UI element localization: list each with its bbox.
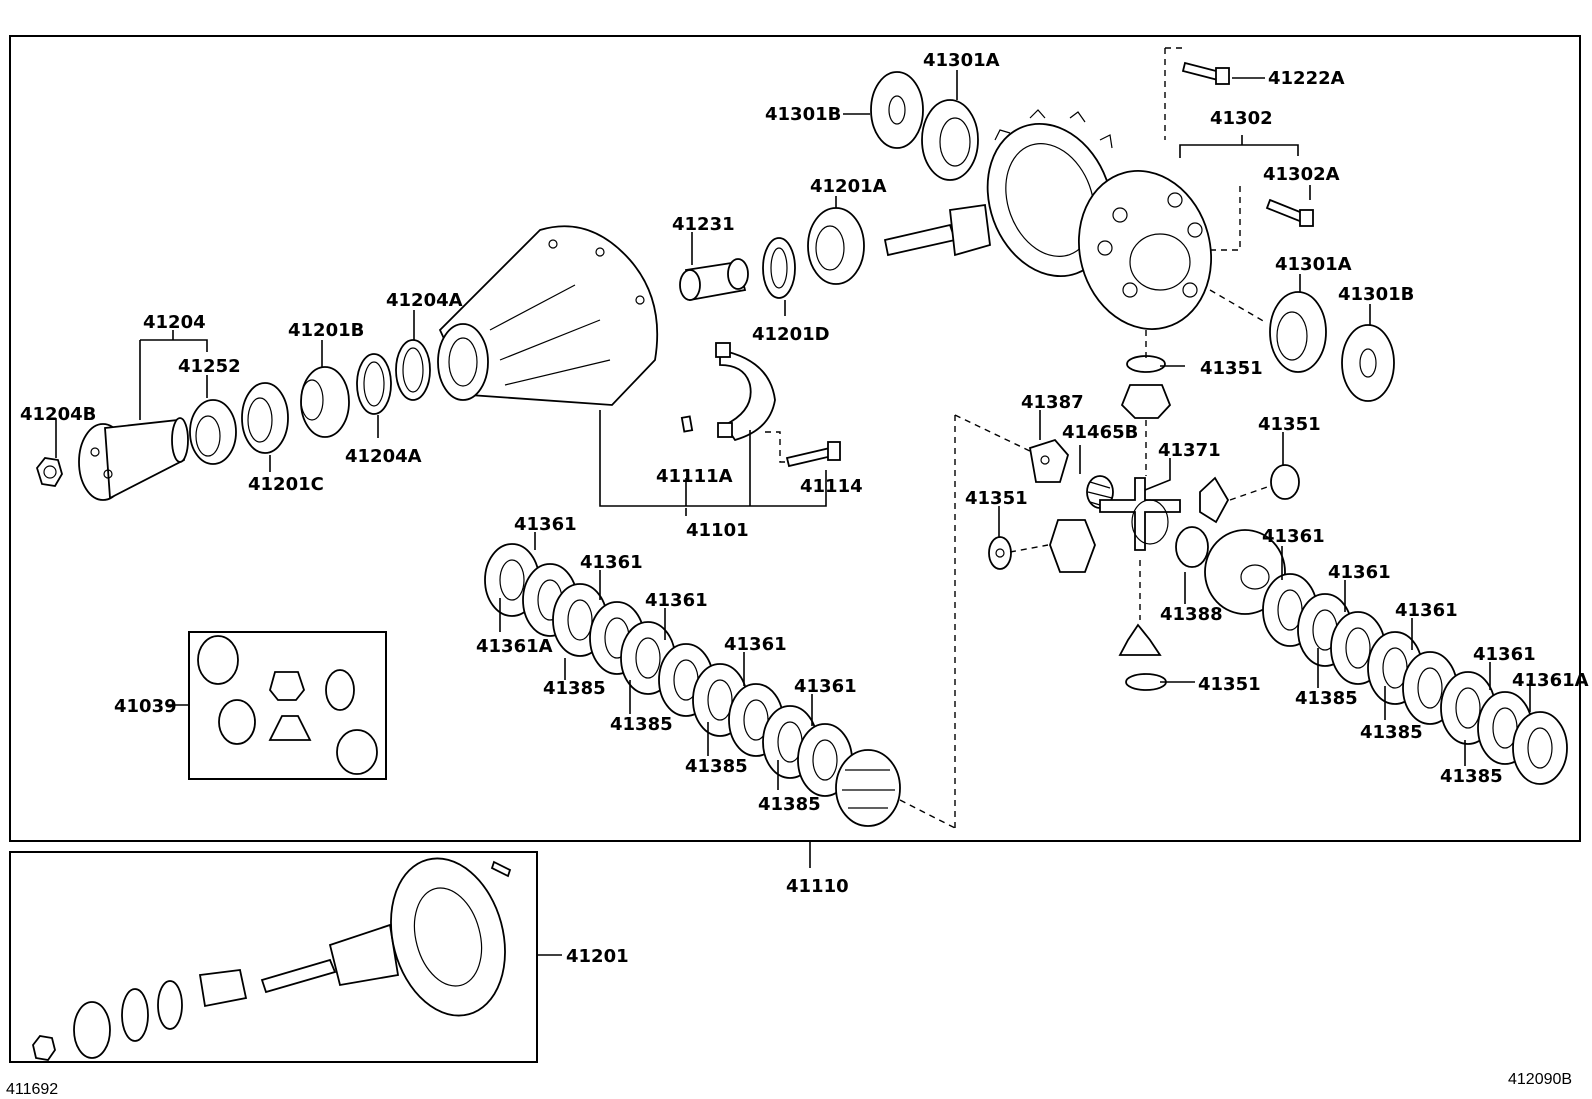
label-41201d: 41201D <box>752 324 830 345</box>
leader-lines <box>55 70 1531 956</box>
label-41301b-top: 41301B <box>765 104 841 125</box>
collapsible-spacer-part <box>679 258 749 302</box>
side-gear-right-part <box>1204 529 1286 615</box>
label-41361-r4: 41361 <box>1473 644 1536 665</box>
bearing-41201a-part <box>807 207 865 285</box>
companion-flange-part <box>78 417 189 501</box>
label-41385-l1: 41385 <box>543 678 606 699</box>
label-41361-l3: 41361 <box>645 590 708 611</box>
washer-41201d-part <box>762 237 796 299</box>
label-41465b: 41465B <box>1062 422 1138 443</box>
spacer-41204a-upper-part <box>395 339 431 401</box>
label-41385-r3: 41385 <box>1440 766 1503 787</box>
side-gear-bottom-part <box>835 749 901 827</box>
spacer-41204a-lower-part <box>356 353 392 415</box>
figure-code-left: 411692 <box>6 1081 58 1098</box>
label-41371: 41371 <box>1158 440 1221 461</box>
label-41114: 41114 <box>800 476 863 497</box>
bearing-cap-part <box>715 342 776 442</box>
label-41222a: 41222A <box>1268 68 1345 89</box>
label-41301a-top: 41301A <box>923 50 1000 71</box>
washer-41351-right-part <box>1270 464 1300 500</box>
label-41361-r2: 41361 <box>1328 562 1391 583</box>
pin-41387-part <box>1028 438 1070 483</box>
bearing-41201b-part <box>300 366 350 438</box>
label-41351-b: 41351 <box>1258 414 1321 435</box>
label-41385-l3: 41385 <box>685 756 748 777</box>
label-41201b: 41201B <box>288 320 364 341</box>
label-41387: 41387 <box>1021 392 1084 413</box>
bolt-41302a-part <box>1265 198 1314 227</box>
pinion-set-frame <box>9 851 538 1063</box>
main-assembly-frame <box>9 35 1581 842</box>
clutch-stack-left <box>484 543 853 797</box>
label-41039: 41039 <box>114 696 177 717</box>
label-41361-l5: 41361 <box>794 676 857 697</box>
label-41351-a: 41351 <box>1200 358 1263 379</box>
label-41301a-right: 41301A <box>1275 254 1352 275</box>
label-41101: 41101 <box>686 520 749 541</box>
label-41361-r3: 41361 <box>1395 600 1458 621</box>
label-41201c: 41201C <box>248 474 324 495</box>
label-41385-l4: 41385 <box>758 794 821 815</box>
label-41201a: 41201A <box>810 176 887 197</box>
label-41351-c: 41351 <box>965 488 1028 509</box>
label-41201: 41201 <box>566 946 629 967</box>
pinion-gear-bottom-part <box>1118 623 1162 656</box>
clutch-stack-right <box>1262 573 1568 785</box>
label-41204: 41204 <box>143 312 206 333</box>
label-41110: 41110 <box>786 876 849 897</box>
drive-pinion-part <box>883 203 991 257</box>
label-41231: 41231 <box>672 214 735 235</box>
label-41385-l2: 41385 <box>610 714 673 735</box>
label-41385-r2: 41385 <box>1360 722 1423 743</box>
label-41351-d: 41351 <box>1198 674 1261 695</box>
flange-nut-part <box>35 457 63 487</box>
side-gear-left-part <box>1049 519 1096 573</box>
dashed-assembly-lines <box>765 47 1271 829</box>
bearing-41301a-top-part <box>921 99 979 181</box>
label-41204b: 41204B <box>20 404 96 425</box>
label-41361-l4: 41361 <box>724 634 787 655</box>
bearing-41301a-right-part <box>1269 291 1327 373</box>
spider-41371-part <box>1099 477 1181 551</box>
label-41361-l1: 41361 <box>514 514 577 535</box>
thrust-washer-41351-top-part <box>1126 355 1166 373</box>
label-41301b-right: 41301B <box>1338 284 1414 305</box>
pin-41111a-part <box>680 415 694 433</box>
label-41302a: 41302A <box>1263 164 1340 185</box>
carrier-housing-part <box>437 225 659 406</box>
label-41111a: 41111A <box>656 466 733 487</box>
bolt-41114-part <box>785 441 841 468</box>
pinion-set-parts <box>32 857 512 1061</box>
pinion-gear-top-part <box>1120 384 1172 419</box>
label-41361-l2: 41361 <box>580 552 643 573</box>
label-41385-r1: 41385 <box>1295 688 1358 709</box>
bolt-41222a-part <box>1181 61 1230 85</box>
washer-41301b-top-part <box>870 71 924 149</box>
label-41252: 41252 <box>178 356 241 377</box>
figure-code-right: 412090B <box>1508 1071 1572 1088</box>
block-41388-part <box>1175 526 1209 568</box>
label-41302: 41302 <box>1210 108 1273 129</box>
washer-41301b-right-part <box>1341 324 1395 402</box>
bearing-41201c-part <box>241 382 289 454</box>
washer-41351-left-part <box>988 536 1012 570</box>
gear-kit-parts <box>197 635 378 775</box>
label-41388: 41388 <box>1160 604 1223 625</box>
label-41361a-left: 41361A <box>476 636 553 657</box>
label-41361a-right: 41361A <box>1512 670 1589 691</box>
label-41361-r1: 41361 <box>1262 526 1325 547</box>
pinion-gear-right-part <box>1199 476 1230 524</box>
label-41204a-bottom: 41204A <box>345 446 422 467</box>
differential-case-part <box>1077 170 1213 330</box>
oil-seal-part <box>189 399 237 465</box>
label-41204a-top: 41204A <box>386 290 463 311</box>
